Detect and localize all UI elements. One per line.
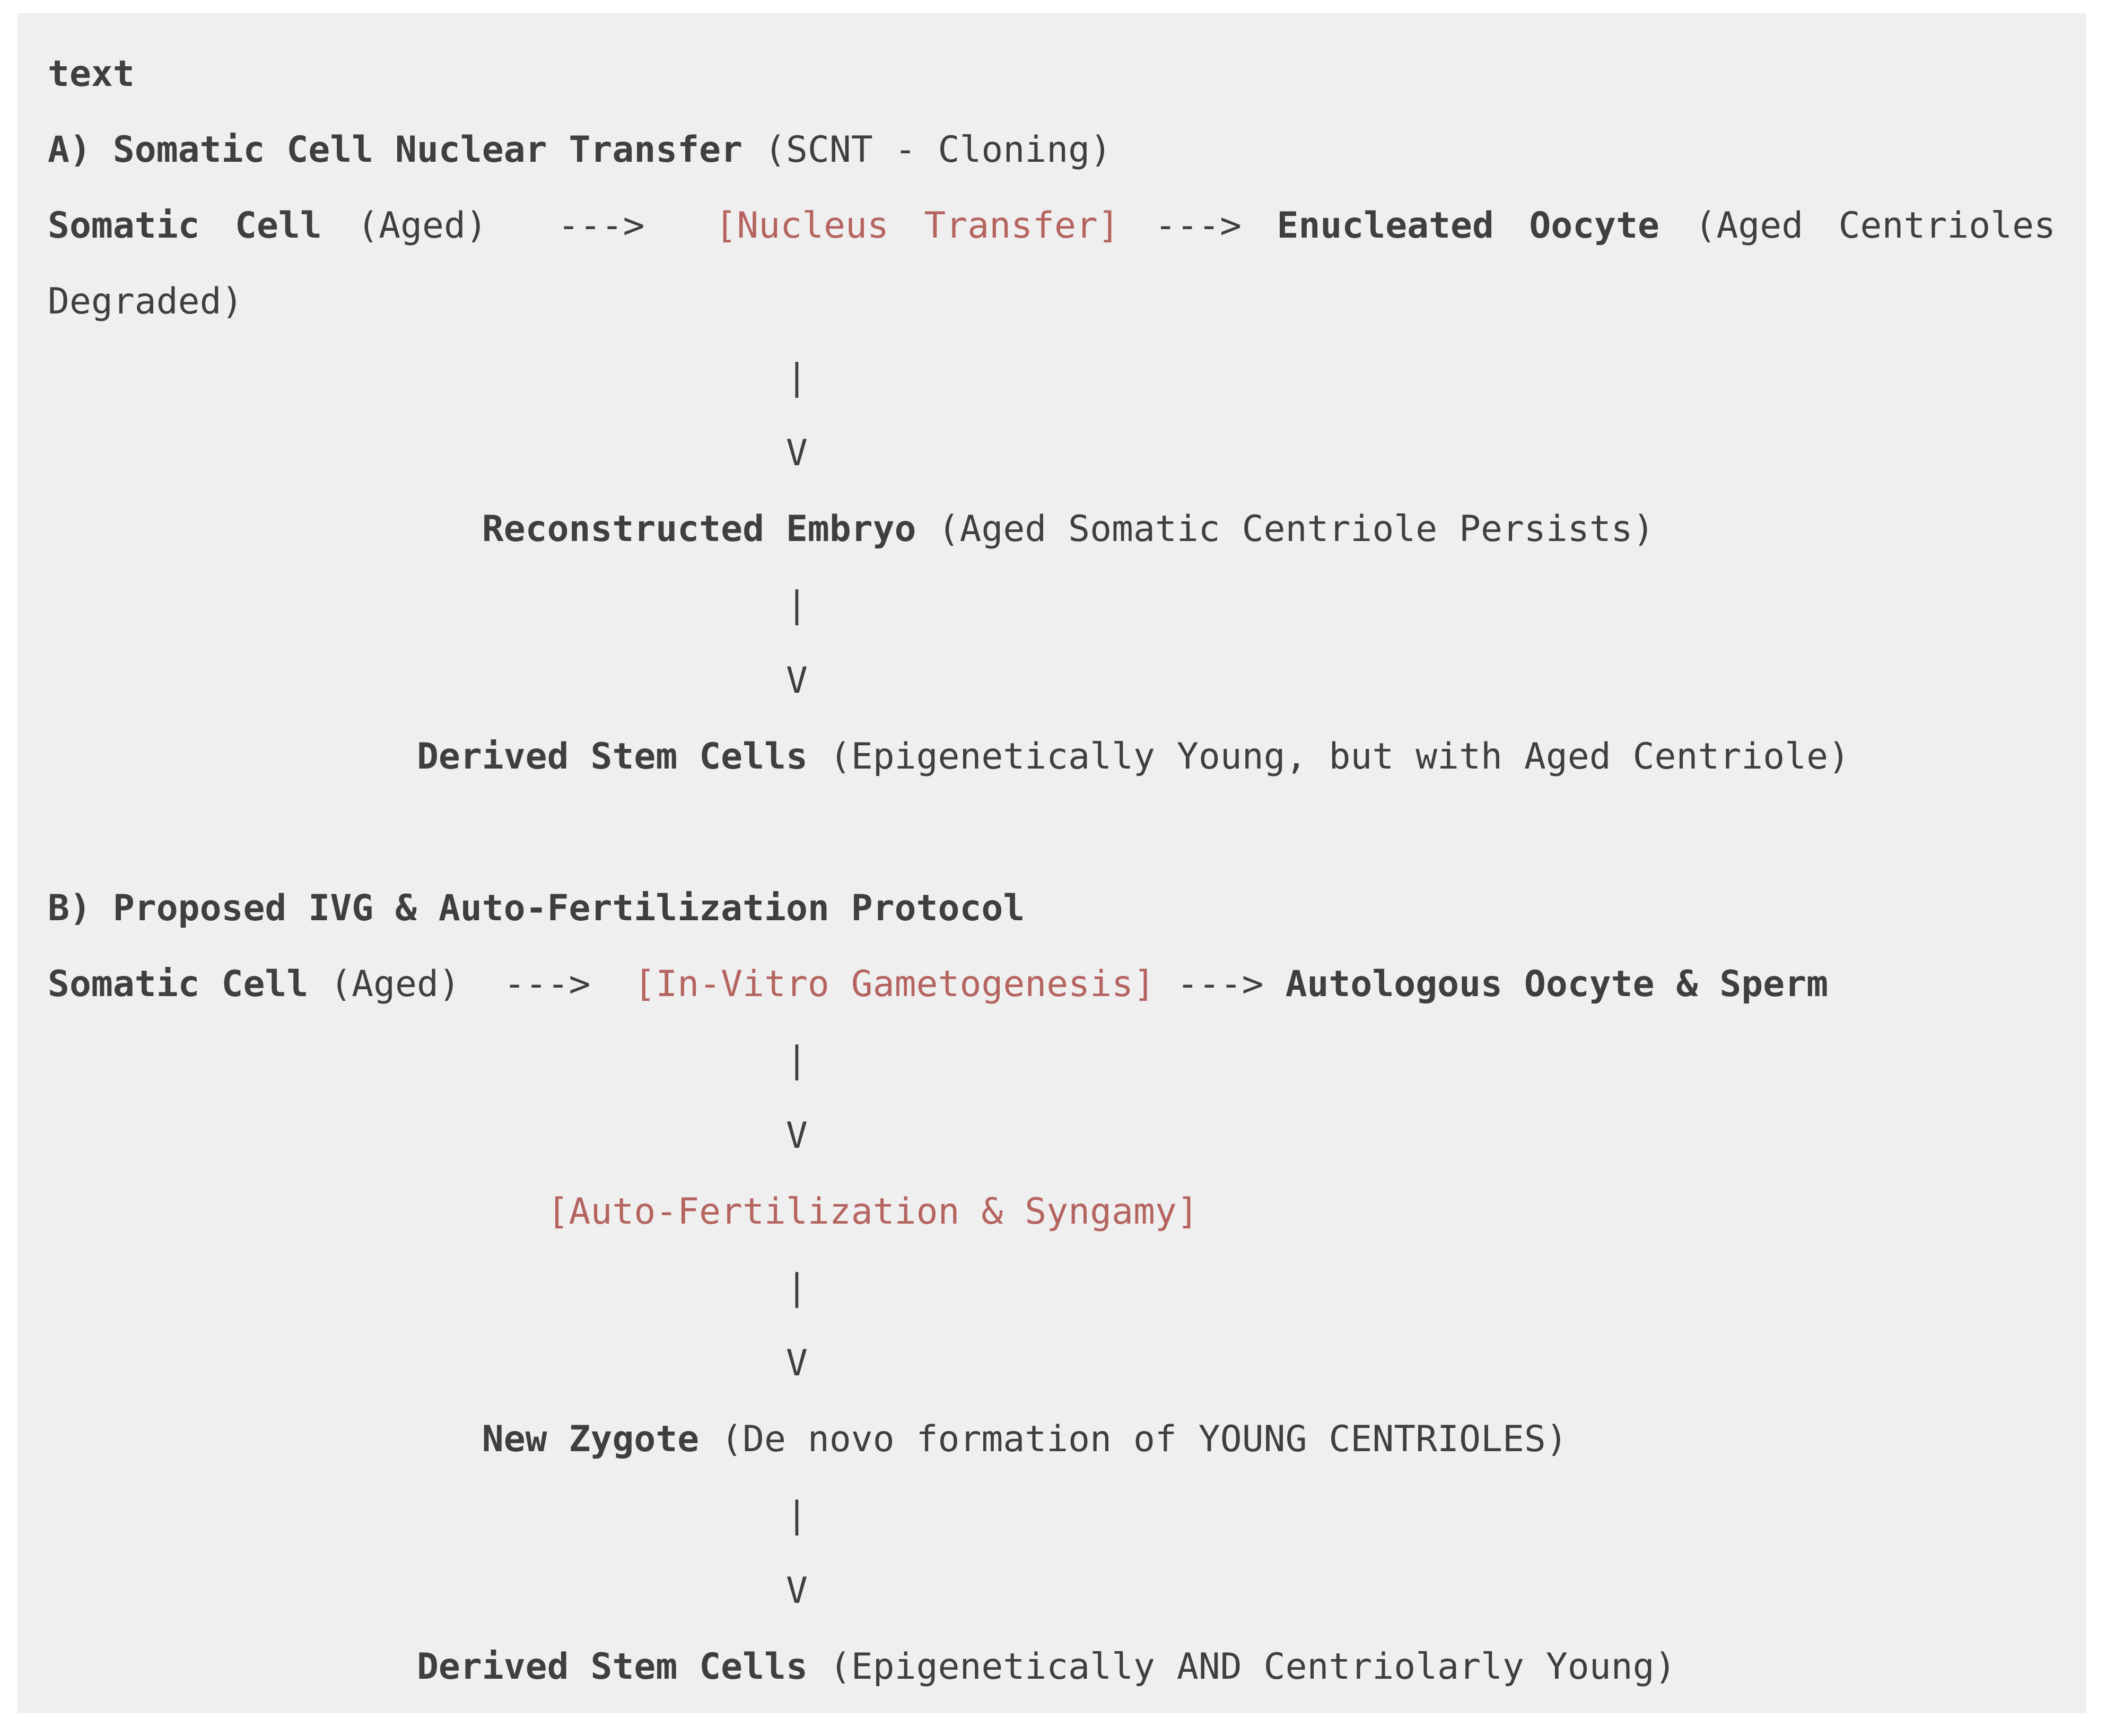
code-line: | (48, 1477, 2056, 1553)
code-line: | (48, 567, 2056, 643)
bold-term: Reconstructed Embryo (482, 508, 916, 550)
text-run: (Aged Centrioles Degraded) (48, 205, 2077, 322)
text-run: (Epigenetically Young, but with Aged Cen… (807, 736, 1850, 778)
bold-term: New Zygote (482, 1418, 700, 1460)
text-run: | (48, 1267, 808, 1308)
code-line: Derived Stem Cells (Epigenetically AND C… (48, 1629, 2056, 1705)
code-line: Derived Stem Cells (Epigenetically Young… (48, 719, 2056, 795)
text-run (48, 508, 482, 550)
text-run: V (48, 660, 808, 702)
bold-term: B) Proposed IVG & Auto-Fertilization Pro… (48, 887, 1025, 929)
text-run: (SCNT - Cloning) (742, 129, 1112, 171)
text-run: (Aged Somatic Centriole Persists) (916, 508, 1655, 550)
text-run (48, 1418, 482, 1460)
code-line: V (48, 643, 2056, 719)
bold-term: Enucleated Oocyte (1277, 205, 1659, 247)
code-line: B) Proposed IVG & Auto-Fertilization Pro… (48, 870, 2056, 946)
code-line: | (48, 1250, 2056, 1325)
bold-term: Somatic Cell (48, 963, 309, 1005)
text-run: (Epigenetically AND Centriolarly Young) (807, 1646, 1676, 1688)
code-line: [Auto-Fertilization & Syngamy] (48, 1174, 2056, 1250)
code-line: V (48, 415, 2056, 491)
code-line: text (48, 36, 2056, 112)
bold-term: A) Somatic Cell Nuclear Transfer (48, 129, 743, 171)
code-line: V (48, 1325, 2056, 1401)
text-run: V (48, 1570, 808, 1612)
ascii-flow-code-block: text A) Somatic Cell Nuclear Transfer (SC… (17, 13, 2086, 1713)
bold-term: Somatic Cell (48, 205, 322, 247)
text-run: (Aged) ---> (308, 963, 634, 1005)
code-line (48, 795, 2056, 870)
code-line: V (48, 1098, 2056, 1174)
process-step-red: [Nucleus Transfer] (715, 205, 1120, 247)
text-run (48, 1191, 547, 1233)
text-run: (De novo formation of YOUNG CENTRIOLES) (699, 1418, 1568, 1460)
bold-term: Derived Stem Cells (416, 736, 808, 778)
bold-term: Derived Stem Cells (416, 1646, 808, 1688)
code-line: V (48, 1553, 2056, 1629)
code-line: | (48, 1022, 2056, 1098)
bold-term: text (48, 53, 135, 95)
process-step-red: [In-Vitro Gametogenesis] (634, 963, 1155, 1005)
text-run: ---> (1119, 205, 1277, 247)
code-line: Somatic Cell (Aged) ---> [Nucleus Transf… (48, 188, 2056, 339)
text-run: | (48, 584, 808, 626)
text-run: ---> (1155, 963, 1286, 1005)
text-run: | (48, 1494, 808, 1536)
text-run: (Aged) ---> (321, 205, 715, 247)
process-step-red: [Auto-Fertilization & Syngamy] (547, 1191, 1199, 1233)
text-run: V (48, 1115, 808, 1157)
code-line: New Zygote (De novo formation of YOUNG C… (48, 1401, 2056, 1477)
text-run: V (48, 432, 808, 474)
text-run: | (48, 356, 808, 398)
text-run: | (48, 1039, 808, 1081)
bold-term: Autologous Oocyte & Sperm (1285, 963, 1829, 1005)
text-run: V (48, 1342, 808, 1384)
text-run (48, 736, 417, 778)
code-line: Somatic Cell (Aged) ---> [In-Vitro Gamet… (48, 946, 2056, 1022)
code-line: A) Somatic Cell Nuclear Transfer (SCNT -… (48, 112, 2056, 188)
code-line: | (48, 339, 2056, 415)
text-run (48, 1646, 417, 1688)
code-line: Reconstructed Embryo (Aged Somatic Centr… (48, 491, 2056, 567)
